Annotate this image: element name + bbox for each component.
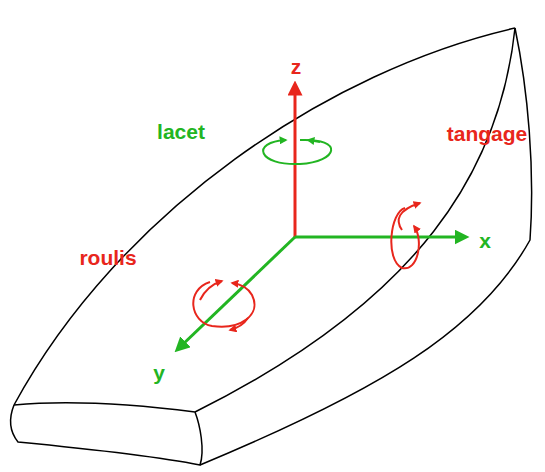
roll-arrow-head <box>230 318 248 330</box>
pitch-arrow-head <box>399 203 420 230</box>
rotation-label: tangage <box>447 123 528 144</box>
hull-outline <box>11 28 532 465</box>
rotation-label: lacet <box>157 121 205 142</box>
y-axis <box>180 237 295 347</box>
axis-label: y <box>153 362 165 383</box>
roll-arrow-head <box>200 281 222 300</box>
axis-label: z <box>291 56 302 77</box>
yaw-arrow-head <box>308 140 320 142</box>
axis-label: x <box>479 230 491 251</box>
rotation-label: roulis <box>79 247 136 268</box>
axes <box>180 88 462 347</box>
rotation-arrows <box>193 140 420 330</box>
pitch-arrow <box>391 208 419 268</box>
yaw-arrow <box>263 140 331 164</box>
x-axis <box>295 236 462 239</box>
z-axis <box>294 88 297 237</box>
